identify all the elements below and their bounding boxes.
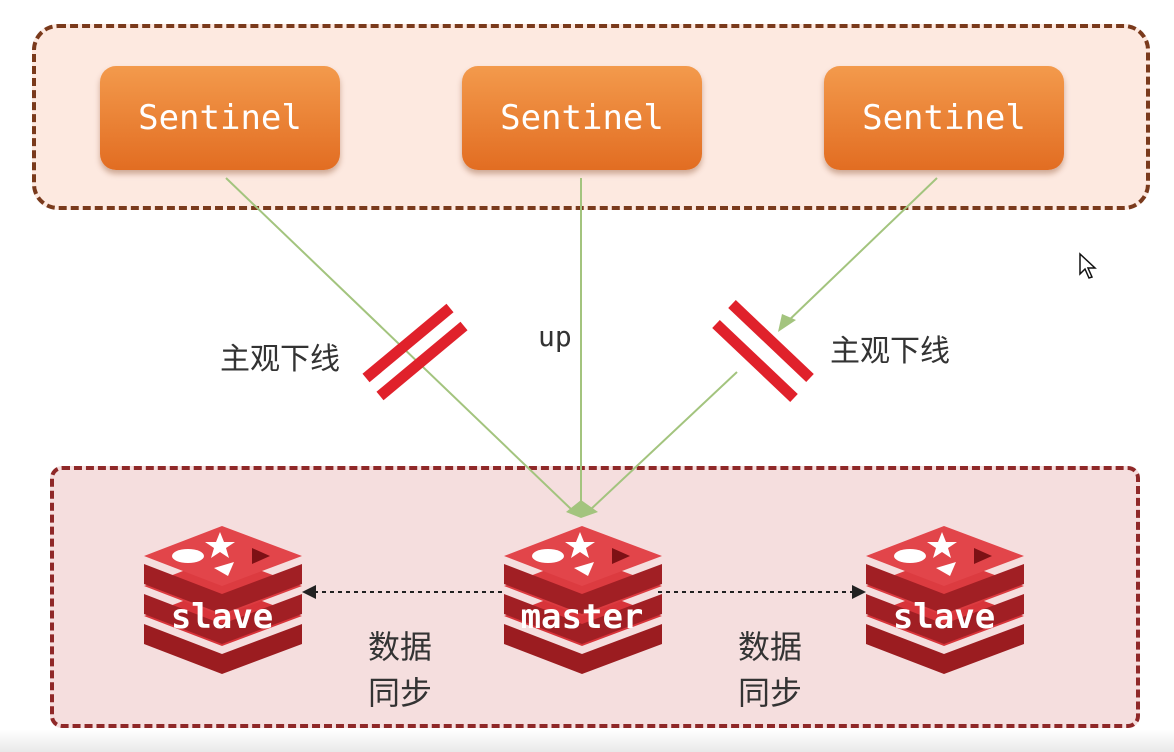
- mouse-cursor-icon: [1079, 252, 1097, 279]
- redis-slave-right-label: slave: [893, 597, 995, 637]
- break-mark-left: [362, 303, 468, 401]
- label-subjective-down-right: 主观下线: [830, 334, 950, 369]
- sync-arrow-left-icon: [302, 585, 316, 599]
- sentinel-node-3[interactable]: Sentinel: [824, 66, 1064, 170]
- arrowhead-right-link: [778, 314, 796, 332]
- sync-label-left: 数据 同步: [360, 624, 440, 716]
- link-line-right-lower: [589, 371, 738, 511]
- redis-slave-left[interactable]: slave: [144, 526, 302, 674]
- redis-master[interactable]: master: [504, 526, 662, 674]
- sync-label-left-line2: 同步: [367, 674, 432, 712]
- link-line-right-upper: [784, 177, 938, 325]
- label-up: up: [538, 320, 572, 353]
- redis-slave-right[interactable]: slave: [866, 526, 1024, 674]
- sync-label-right-line1: 数据: [737, 628, 802, 666]
- arrowhead-master: [566, 500, 598, 518]
- sync-label-right: 数据 同步: [730, 624, 810, 716]
- sentinel-node-1[interactable]: Sentinel: [100, 66, 340, 170]
- sync-arrow-right-icon: [852, 585, 866, 599]
- redis-slave-left-label: slave: [171, 597, 273, 637]
- label-subjective-down-left: 主观下线: [220, 342, 340, 377]
- sentinel-node-2[interactable]: Sentinel: [462, 66, 702, 170]
- bottom-fade: [0, 730, 1174, 752]
- sync-label-right-line2: 同步: [737, 674, 802, 712]
- redis-master-label: master: [521, 597, 644, 637]
- break-mark-right: [712, 300, 814, 402]
- sync-label-left-line1: 数据: [367, 628, 432, 666]
